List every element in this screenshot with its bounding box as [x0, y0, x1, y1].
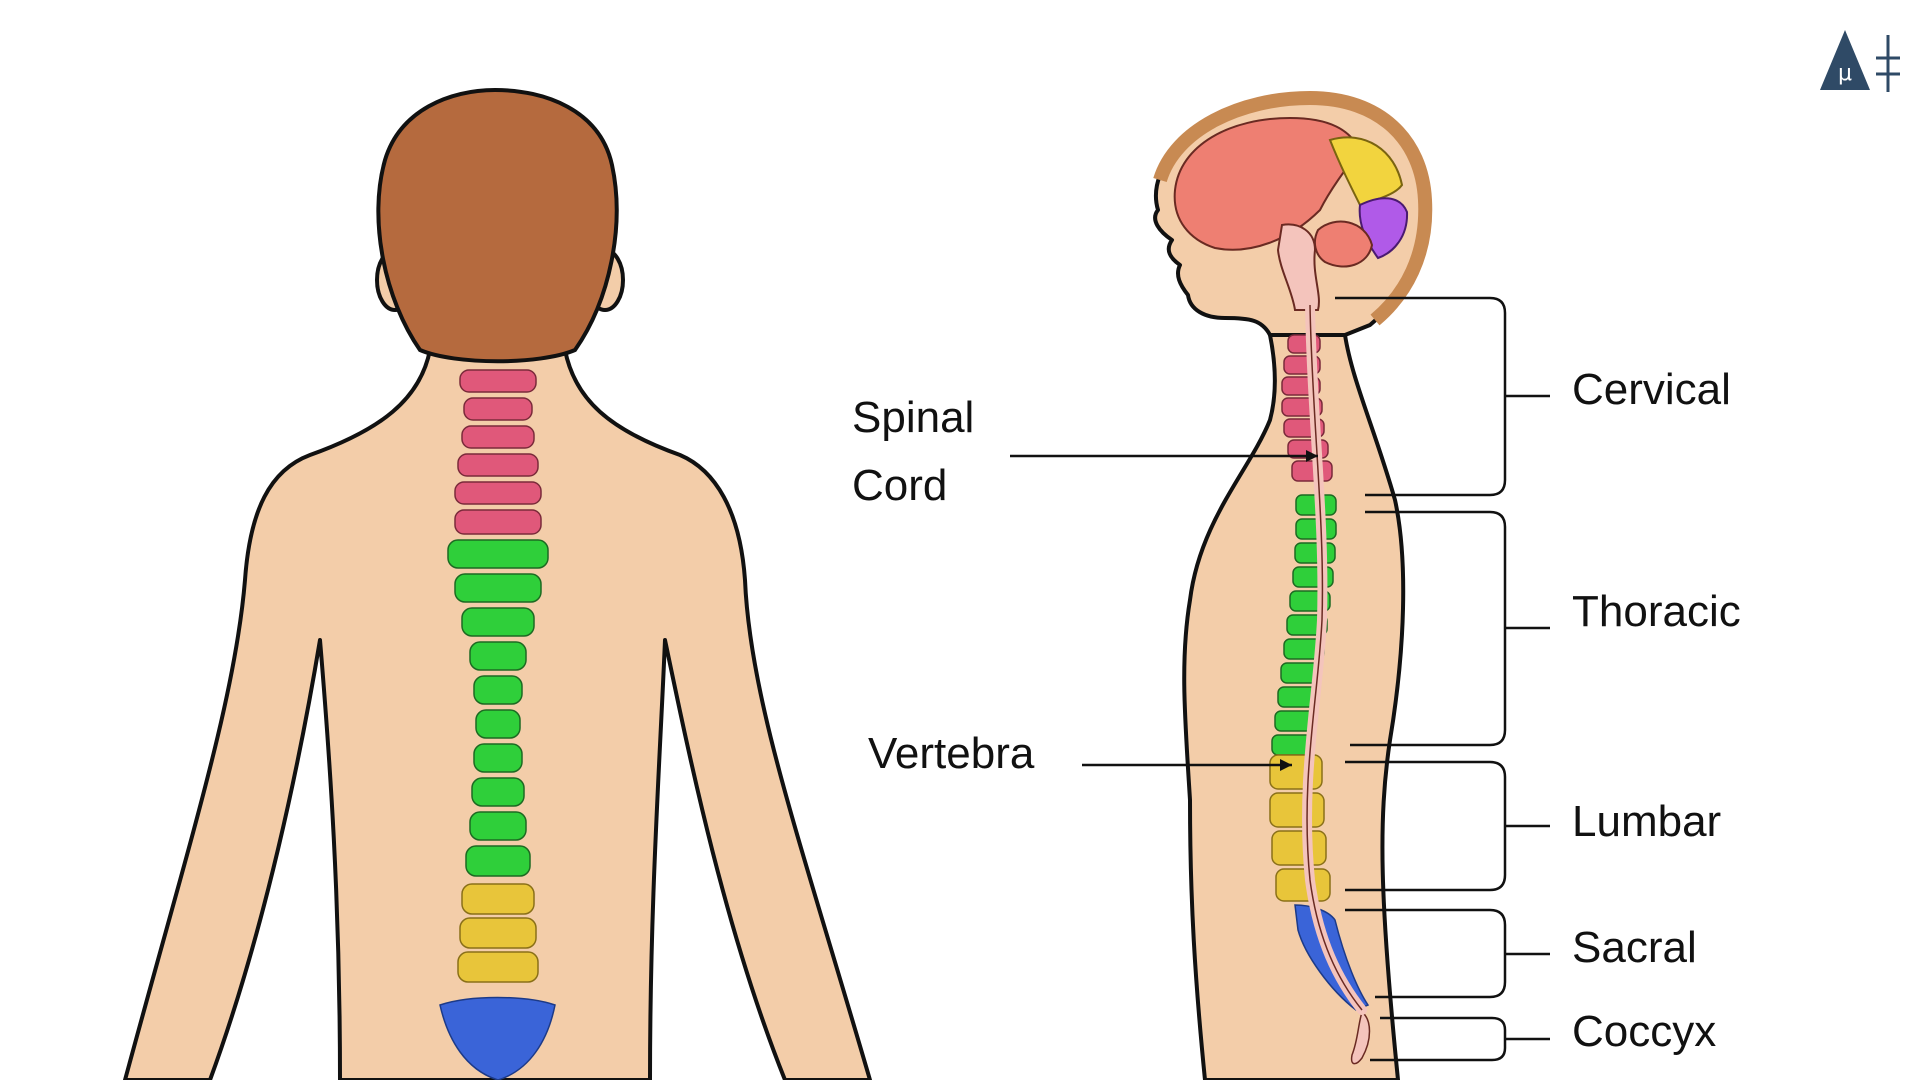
svg-text:μ: μ	[1838, 61, 1852, 86]
spinal-cord-label-line1: Spinal	[852, 393, 974, 442]
coccyx-label: Coccyx	[1572, 1007, 1716, 1056]
back-cervical-vertebrae	[454, 369, 542, 535]
brain-parietal	[1328, 136, 1404, 207]
brain-stem	[1276, 223, 1320, 311]
pointers	[1010, 450, 1318, 771]
thoracic-label: Thoracic	[1572, 587, 1741, 636]
back-thoracic-vertebrae	[447, 539, 549, 877]
back-view-figure	[123, 87, 872, 1080]
vertebra-label: Vertebra	[868, 729, 1035, 778]
lumbar-label: Lumbar	[1572, 797, 1721, 846]
brand-logo-icon: μ	[1820, 30, 1900, 92]
labels: Spinal Cord Vertebra Cervical Thoracic L…	[852, 365, 1741, 1056]
brain-cerebrum	[1173, 116, 1362, 251]
spinal-cord-label-line2: Cord	[852, 461, 947, 510]
back-sacral-vertebrae	[439, 996, 556, 1080]
side-view-figure	[1153, 90, 1433, 1080]
region-brackets	[1335, 296, 1550, 1062]
side-coccyx	[1350, 1010, 1371, 1065]
skull	[1153, 90, 1433, 326]
back-lumbar-vertebrae	[457, 883, 539, 983]
cervical-label: Cervical	[1572, 365, 1731, 414]
back-head-hair	[376, 87, 619, 364]
sacral-label: Sacral	[1572, 923, 1697, 972]
